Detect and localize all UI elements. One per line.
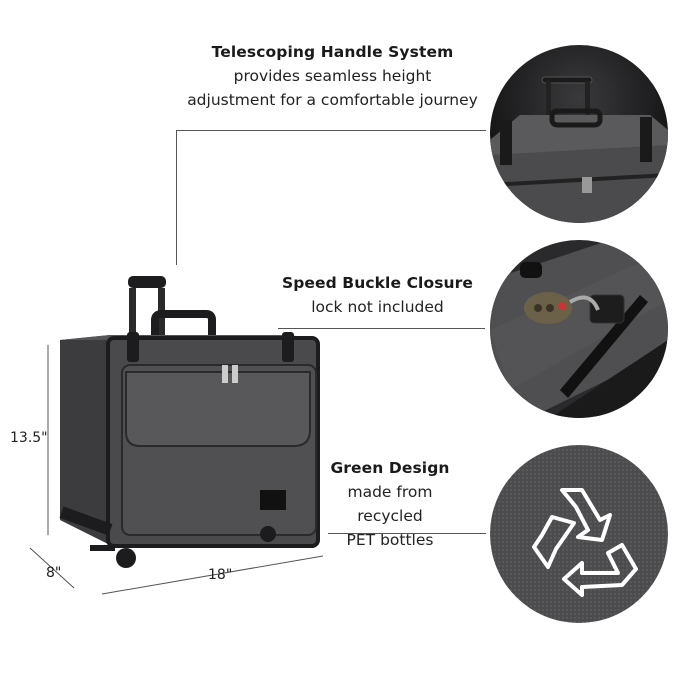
leader-line [328,533,486,534]
case-side-panel [60,335,110,545]
leader-line [176,130,486,131]
feature-description-line: made from recycled [347,483,433,525]
wheel [260,526,276,542]
handle-grip [128,276,166,288]
telescoping-handle-photo [490,45,668,223]
feature-description-line: provides seamless height [233,67,432,85]
front-pocket [121,364,317,536]
case-body [108,338,318,546]
dimension-depth: 8" [46,565,62,581]
pocket-flap [125,371,311,447]
dimension-width: 18" [208,567,233,583]
feature-description-line: adjustment for a comfortable journey [187,91,478,109]
dimension-height: 13.5" [10,430,48,446]
feature-title: Green Design [330,459,450,477]
feature-title: Speed Buckle Closure [281,274,474,292]
feature-green-design: Green Design made from recycled PET bott… [315,456,465,552]
feature-title: Telescoping Handle System [211,43,454,61]
feature-description-line: lock not included [311,298,444,316]
feature-speed-buckle: Speed Buckle Closure lock not included [270,271,485,319]
brand-logo [260,490,286,510]
recycle-icon [532,488,638,597]
buckle-lock-photo [490,240,668,418]
leader-line [176,130,177,265]
wheel [116,548,136,568]
recycled-fabric-swatch [490,445,668,623]
feature-description-line: PET bottles [346,531,434,549]
leader-line [278,328,485,329]
feature-telescoping-handle: Telescoping Handle System provides seaml… [170,40,495,112]
